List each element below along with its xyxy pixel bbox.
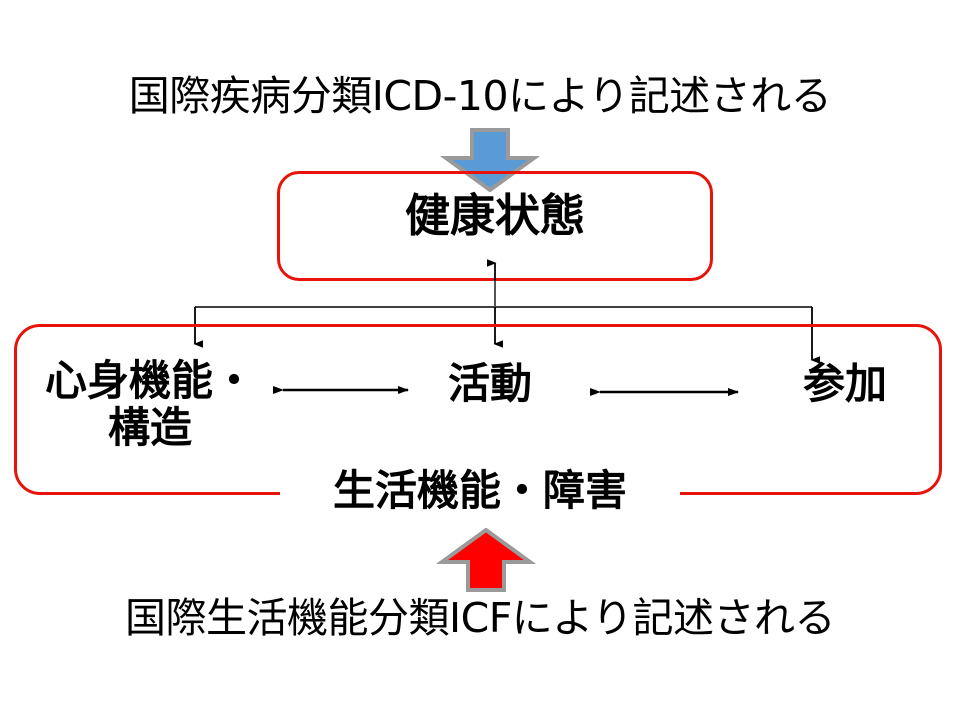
icf-caption: 国際生活機能分類ICFにより記述される (125, 594, 835, 642)
functioning-disability-label: 生活機能・障害 (280, 468, 680, 515)
body-functions-line2: 構造 (107, 402, 192, 452)
participation-label: 参加 (802, 359, 887, 408)
icf-up-arrow-icon (435, 527, 537, 592)
health-condition-label: 健康状態 (404, 189, 585, 242)
body-functions-line1: 心身機能・ (44, 356, 255, 405)
body-functions-structures-label: 心身機能・構造 (20, 359, 280, 452)
icd-caption: 国際疾病分類ICD-10により記述される (128, 72, 832, 120)
icd-down-arrow-icon (439, 128, 541, 193)
activity-label: 活動 (447, 359, 532, 408)
